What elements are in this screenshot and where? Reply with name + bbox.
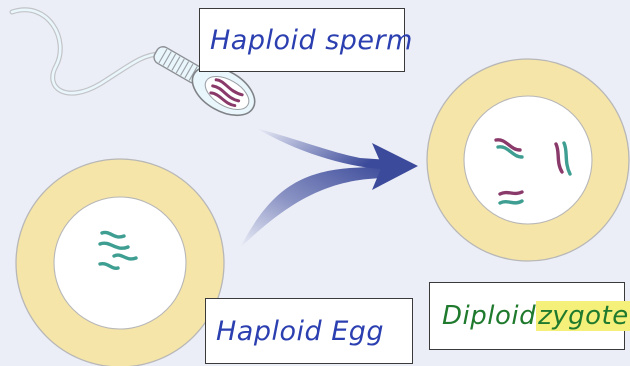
sperm-label-text: Haploid sperm: [210, 25, 413, 56]
egg-label-text: Haploid Egg: [216, 316, 384, 347]
egg-cell-icon: [16, 159, 224, 366]
zygote-label-word1: Diploid: [442, 301, 536, 331]
zygote-cell-icon: [427, 59, 629, 261]
sperm-label: Haploid sperm: [199, 8, 405, 72]
zygote-label-word2-highlighted: zygote: [536, 301, 630, 331]
egg-label: Haploid Egg: [205, 298, 413, 364]
zygote-label: Diploid zygote: [429, 282, 625, 350]
